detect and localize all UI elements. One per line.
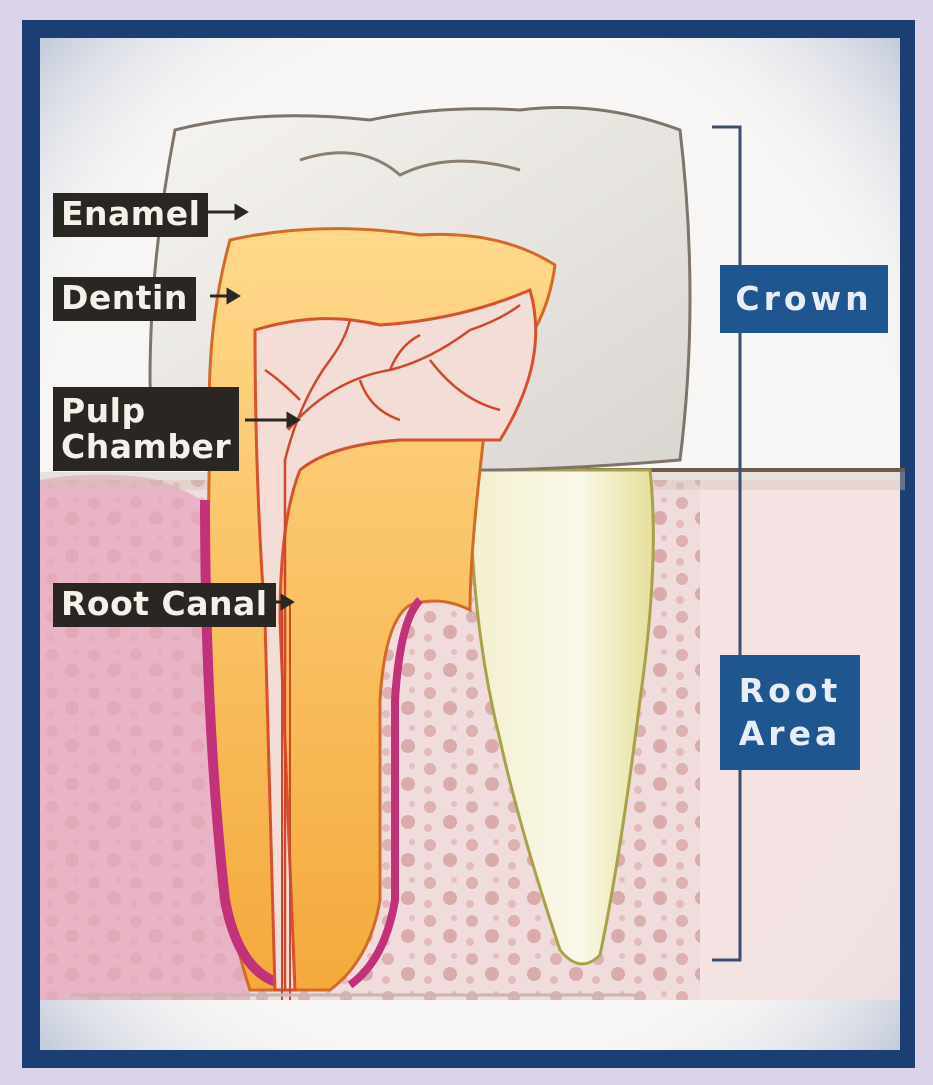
label-dentin: Dentin [53, 277, 196, 321]
label-pulp-line2: Chamber [61, 429, 231, 465]
region-root-line1: Root [739, 670, 842, 713]
label-enamel: Enamel [53, 193, 208, 237]
region-crown: Crown [720, 265, 888, 333]
region-root-line2: Area [739, 713, 841, 756]
region-root-area: Root Area [720, 655, 860, 770]
label-root-canal: Root Canal [53, 583, 276, 627]
label-pulp-chamber: Pulp Chamber [53, 387, 239, 471]
label-pulp-line1: Pulp [61, 393, 231, 429]
region-crown-text: Crown [735, 278, 872, 321]
